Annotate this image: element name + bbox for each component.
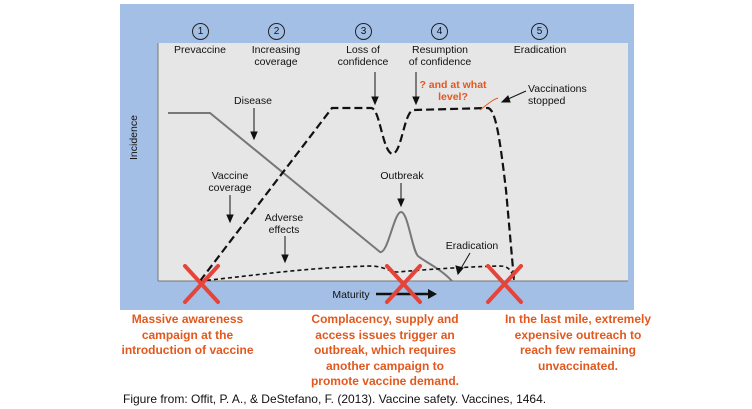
cross-mark-1 (183, 264, 220, 304)
adverse-effects-label: Adverse effects (264, 212, 304, 236)
cross-mark-2 (385, 264, 422, 304)
y-axis-label: Incidence (128, 115, 140, 160)
plot-area (158, 43, 628, 281)
annotation-arrows (226, 72, 527, 276)
stage-1-label: Prevaccine (174, 44, 226, 56)
callout-last-mile: In the last mile, extremely expensive ou… (504, 312, 652, 373)
cross-mark-3 (486, 264, 523, 304)
stage-4-number: 4 (431, 23, 448, 40)
vaccinations-stopped-label: Vaccinations stopped (528, 83, 587, 107)
stage-5-label: Eradication (513, 44, 567, 56)
outbreak-label: Outbreak (380, 170, 424, 182)
adverse-effects-curve (199, 265, 515, 282)
disease-curve (168, 112, 453, 282)
maturity-arrow (376, 289, 437, 299)
stage-4-label: Resumption of confidence (408, 44, 472, 68)
x-axis-label: Maturity (332, 289, 370, 301)
stage-1-number: 1 (192, 23, 209, 40)
callout-awareness: Massive awareness campaign at the introd… (121, 312, 254, 357)
stage-2-label: Increasing coverage (251, 44, 301, 68)
stage-5-number: 5 (531, 23, 548, 40)
stage-3-label: Loss of confidence (337, 44, 389, 68)
figure-caption: Figure from: Offit, P. A., & DeStefano, … (123, 392, 547, 406)
stage-2-number: 2 (268, 23, 285, 40)
what-level-label: ? and at what level? (419, 79, 487, 103)
disease-label: Disease (234, 95, 272, 107)
callout-complacency: Complacency, supply and access issues tr… (310, 312, 460, 388)
vaccine-coverage-label: Vaccine coverage (208, 170, 252, 194)
eradication-label: Eradication (445, 240, 499, 252)
stage-3-number: 3 (355, 23, 372, 40)
vaccine-coverage-curve (199, 106, 516, 282)
